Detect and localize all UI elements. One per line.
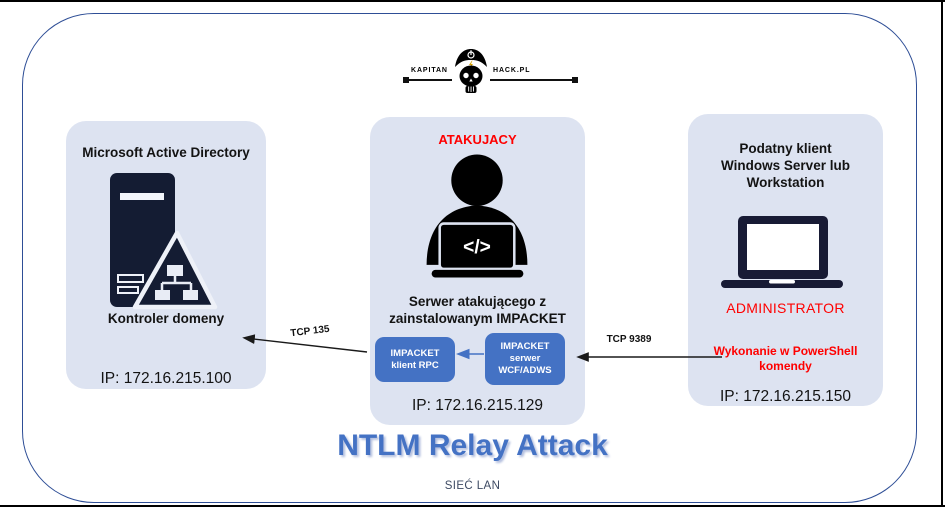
administrator-label: ADMINISTRATOR (726, 300, 845, 316)
logo-right-line (490, 79, 572, 81)
logo-right-endcap (572, 77, 578, 83)
laptop-icon (721, 216, 843, 288)
tcp9389-label: TCP 9389 (606, 334, 652, 345)
pirate-skull-icon (455, 49, 487, 93)
dc-subtitle: Kontroler domeny (107, 311, 225, 326)
attacker-panel: ATAKUJACY </> Serwer atakującego z zains… (370, 117, 585, 425)
dc-title: Microsoft Active Directory (82, 145, 250, 160)
logo-left-endcap (403, 77, 409, 83)
bottom-border-line (0, 505, 945, 507)
client-ip-address: IP: 172.16.215.150 (719, 388, 851, 405)
attacker-title: Serwer atakującego z zainstalowanym IMPA… (389, 294, 566, 326)
attacker-label: ATAKUJACY (438, 132, 517, 147)
impacket-server-wcf-adws-box: IMPACKET serwer WCF/ADWS (485, 333, 565, 385)
logo-kapitan-text: KAPITAN (411, 67, 448, 74)
logo-hackpl-text: HACK.PL (493, 67, 531, 74)
kapitanhack-logo: KAPITAN HACK.PL (401, 46, 583, 94)
powershell-action-label: Wykonanie w PowerShell komendy (713, 344, 858, 373)
diagram-title: NTLM Relay Attack (337, 429, 608, 462)
dc-ip-address: IP: 172.16.215.100 (100, 370, 232, 387)
right-border-line (941, 0, 943, 507)
hacker-laptop-icon: </> (426, 154, 528, 278)
logo-left-line (409, 79, 452, 81)
network-label: SIEĆ LAN (444, 480, 501, 492)
client-title: Podatny klient Windows Server lub Workst… (721, 141, 850, 190)
vulnerable-client-panel: Podatny klient Windows Server lub Workst… (688, 114, 883, 406)
outer-rounded-frame (22, 13, 917, 503)
code-glyph: </> (463, 237, 491, 258)
attacker-ip-address: IP: 172.16.215.129 (411, 397, 543, 414)
active-directory-server-icon (110, 173, 218, 310)
impacket-client-rpc-box: IMPACKET klient RPC (375, 337, 455, 382)
domain-controller-panel: Microsoft Active Directory Kontroler dom… (66, 121, 266, 389)
top-border-line (0, 0, 945, 2)
